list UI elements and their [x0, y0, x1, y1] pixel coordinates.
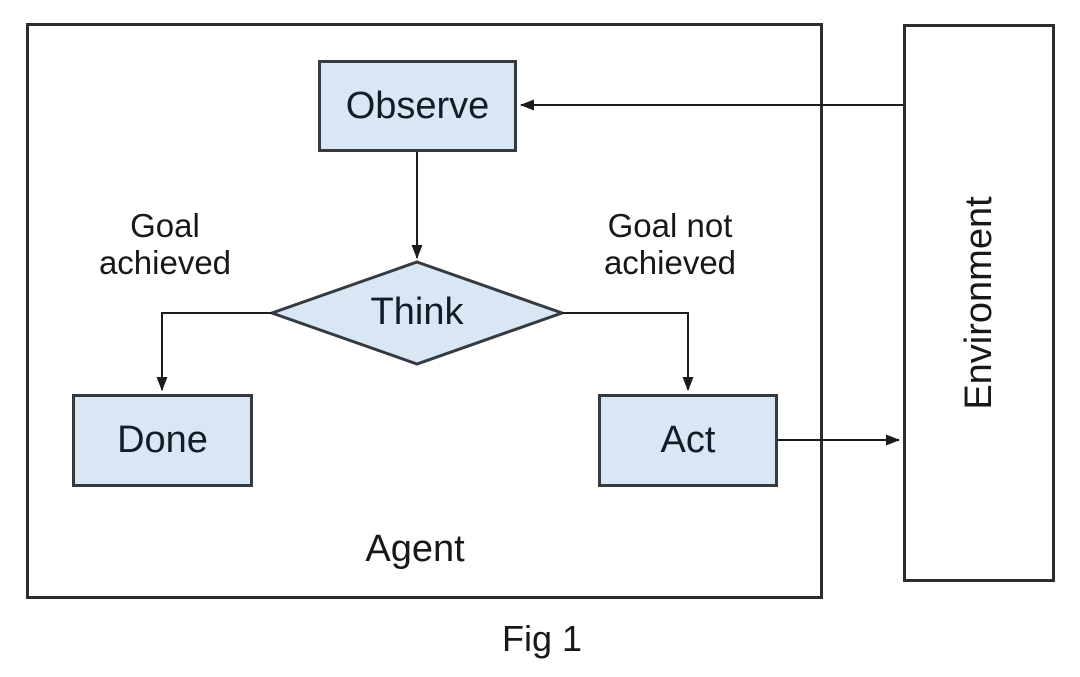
- node-observe-label: Observe: [345, 84, 490, 127]
- environment-box-label: Environment: [958, 196, 1000, 410]
- edge-label-goal-not-achieved: Goal not achieved: [603, 207, 737, 281]
- node-think-label: Think: [370, 291, 464, 333]
- node-act: Act: [598, 394, 778, 487]
- node-done-label: Done: [117, 419, 208, 461]
- node-done: Done: [72, 394, 253, 487]
- edge-label-goal-achieved: Goal achieved: [98, 207, 232, 281]
- figure-caption: Fig 1: [501, 618, 583, 659]
- environment-box: [903, 24, 1055, 582]
- node-act-label: Act: [660, 419, 716, 461]
- node-observe: Observe: [318, 60, 517, 152]
- agent-box-label: Agent: [365, 528, 465, 570]
